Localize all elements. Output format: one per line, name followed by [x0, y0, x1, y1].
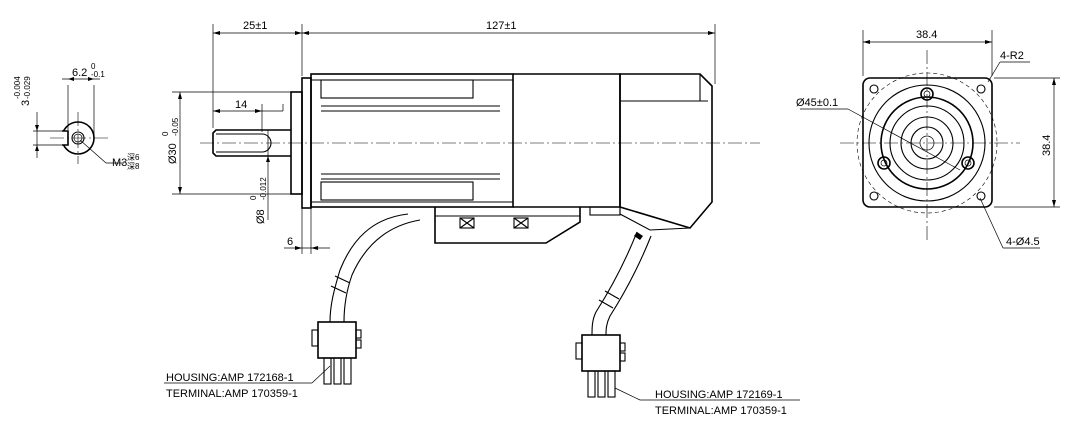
boss-tol-lower: -0.05	[171, 117, 180, 136]
connector-labels: HOUSING:AMP 172168-1 TERMINAL:AMP 170359…	[164, 365, 800, 417]
shaft-tol-lower: -0.012	[259, 177, 268, 200]
shaft-length-dim: 25±1	[243, 20, 267, 32]
motor-front-view: 38.4 38.4 4-R2 Ø45±0.1 4-Ø4.5	[796, 29, 1060, 249]
flange-width-dim: 38.4	[916, 29, 937, 41]
boss-tol-upper: 0	[161, 131, 170, 136]
key-depth-tol-upper: -0.004	[13, 76, 22, 99]
cables	[329, 213, 652, 336]
shaft-tol-upper: 0	[249, 195, 258, 200]
flange-height-dim: 38.4	[1041, 135, 1053, 156]
flange-thickness-dim: 6	[287, 236, 293, 248]
body-length-dim: 127±1	[486, 20, 517, 32]
key-depth-dim: 3	[20, 100, 32, 106]
shaft-diameter-dim: Ø8	[255, 209, 267, 224]
pilot-diameter-label: Ø45±0.1	[796, 97, 838, 109]
corner-radius-label: 4-R2	[1000, 50, 1024, 62]
thread-depth-lower: 深8	[127, 162, 140, 171]
boss-diameter-dim: Ø30	[167, 143, 179, 164]
shaft-end-detail: 6.2 0 -0.1 3 -0.004 -0.029 M3 深6 深8	[13, 62, 140, 171]
left-connector	[311, 321, 362, 385]
key-depth-tol-lower: -0.029	[23, 76, 32, 99]
mount-holes-label: 4-Ø4.5	[1006, 236, 1040, 248]
thread-depth-upper: 深6	[127, 153, 140, 162]
key-width-tol-lower: -0.1	[91, 70, 105, 79]
right-connector	[575, 334, 626, 398]
right-housing-label: HOUSING:AMP 172169-1	[655, 389, 783, 401]
key-width-tol-upper: 0	[91, 62, 96, 71]
right-terminal-label: TERMINAL:AMP 170359-1	[655, 405, 787, 417]
key-width-dim: 6.2	[72, 67, 87, 79]
key-length-dim: 14	[235, 99, 247, 111]
left-terminal-label: TERMINAL:AMP 170359-1	[166, 388, 298, 400]
motor-side-view	[200, 73, 760, 244]
left-housing-label: HOUSING:AMP 172168-1	[166, 372, 294, 384]
side-view-dimensions: 25±1 127±1 14 Ø30 0 -0.05 Ø8 0 -0.012	[161, 20, 716, 254]
thread-dim: M3	[112, 157, 127, 169]
